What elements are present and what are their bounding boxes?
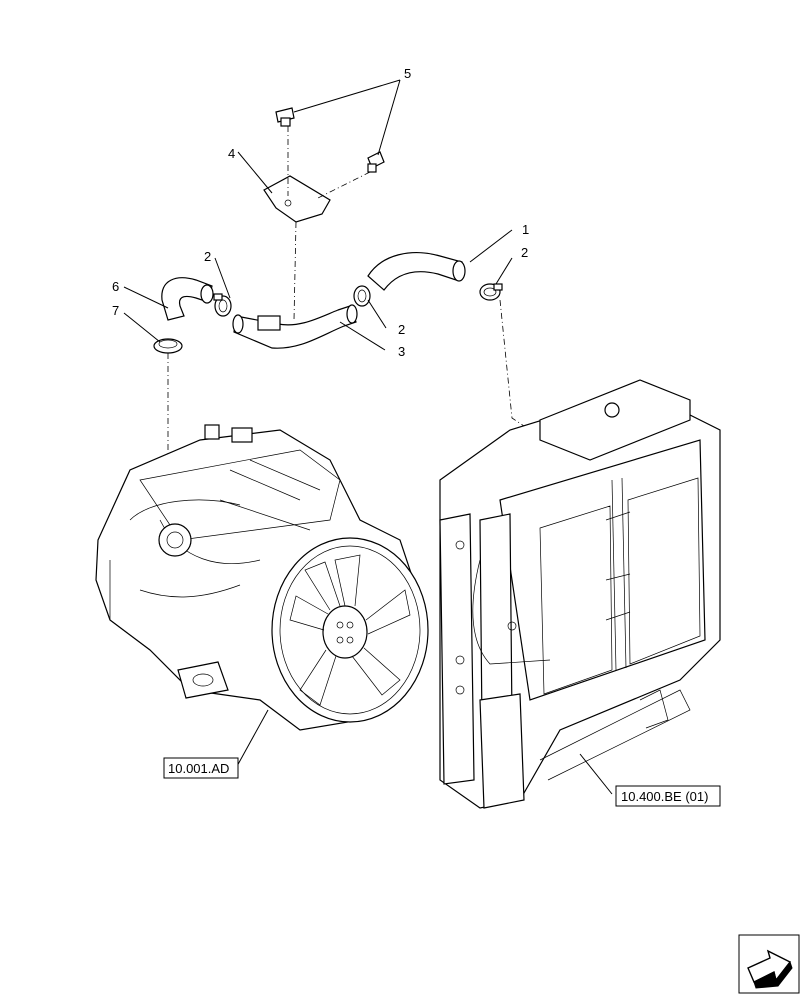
bolt-upper	[275, 107, 295, 127]
radiator-reference-box[interactable]: 10.400.BE (01)	[615, 785, 721, 807]
hose-1	[367, 252, 466, 291]
leader-2c	[495, 257, 513, 285]
radiator-assembly	[439, 379, 721, 809]
callout-5[interactable]: 5	[404, 66, 411, 81]
leader-engine-ref	[235, 709, 269, 769]
leader-2a	[214, 257, 231, 299]
leader-2b	[367, 299, 387, 329]
callout-7[interactable]: 7	[112, 303, 119, 318]
fan-hub	[322, 605, 368, 659]
callout-2-right[interactable]: 2	[521, 245, 528, 260]
engine-assembly	[95, 424, 429, 731]
leader-radiator-ref	[579, 753, 613, 795]
hose-clamp-2-right	[479, 283, 503, 301]
radiator-reference-label: 10.400.BE (01)	[621, 789, 708, 804]
callout-2-left[interactable]: 2	[204, 249, 211, 264]
leader-1	[469, 229, 513, 263]
hose-3	[232, 304, 358, 349]
engine-reference-label: 10.001.AD	[168, 761, 229, 776]
bracket-plate	[263, 175, 331, 223]
next-page-arrow-icon[interactable]	[738, 934, 800, 994]
centerline-bracket-hose	[293, 221, 297, 321]
callout-6[interactable]: 6	[112, 279, 119, 294]
callout-4[interactable]: 4	[228, 146, 235, 161]
centerline-bolt2-bracket	[317, 171, 371, 199]
leader-5	[293, 79, 401, 156]
callout-2-middle[interactable]: 2	[398, 322, 405, 337]
engine-reference-box[interactable]: 10.001.AD	[163, 757, 239, 779]
hose-clamp-2-middle	[353, 285, 371, 307]
hose-elbow-6	[161, 277, 214, 321]
leader-4	[237, 151, 273, 194]
hose-clamp-2-left	[213, 293, 232, 317]
callout-1[interactable]: 1	[522, 222, 529, 237]
centerline-clamp-radiator	[499, 299, 546, 441]
leader-3	[339, 321, 386, 351]
leader-6	[123, 286, 169, 309]
bolt-lower	[367, 151, 385, 173]
leader-7	[123, 312, 161, 343]
callout-3[interactable]: 3	[398, 344, 405, 359]
